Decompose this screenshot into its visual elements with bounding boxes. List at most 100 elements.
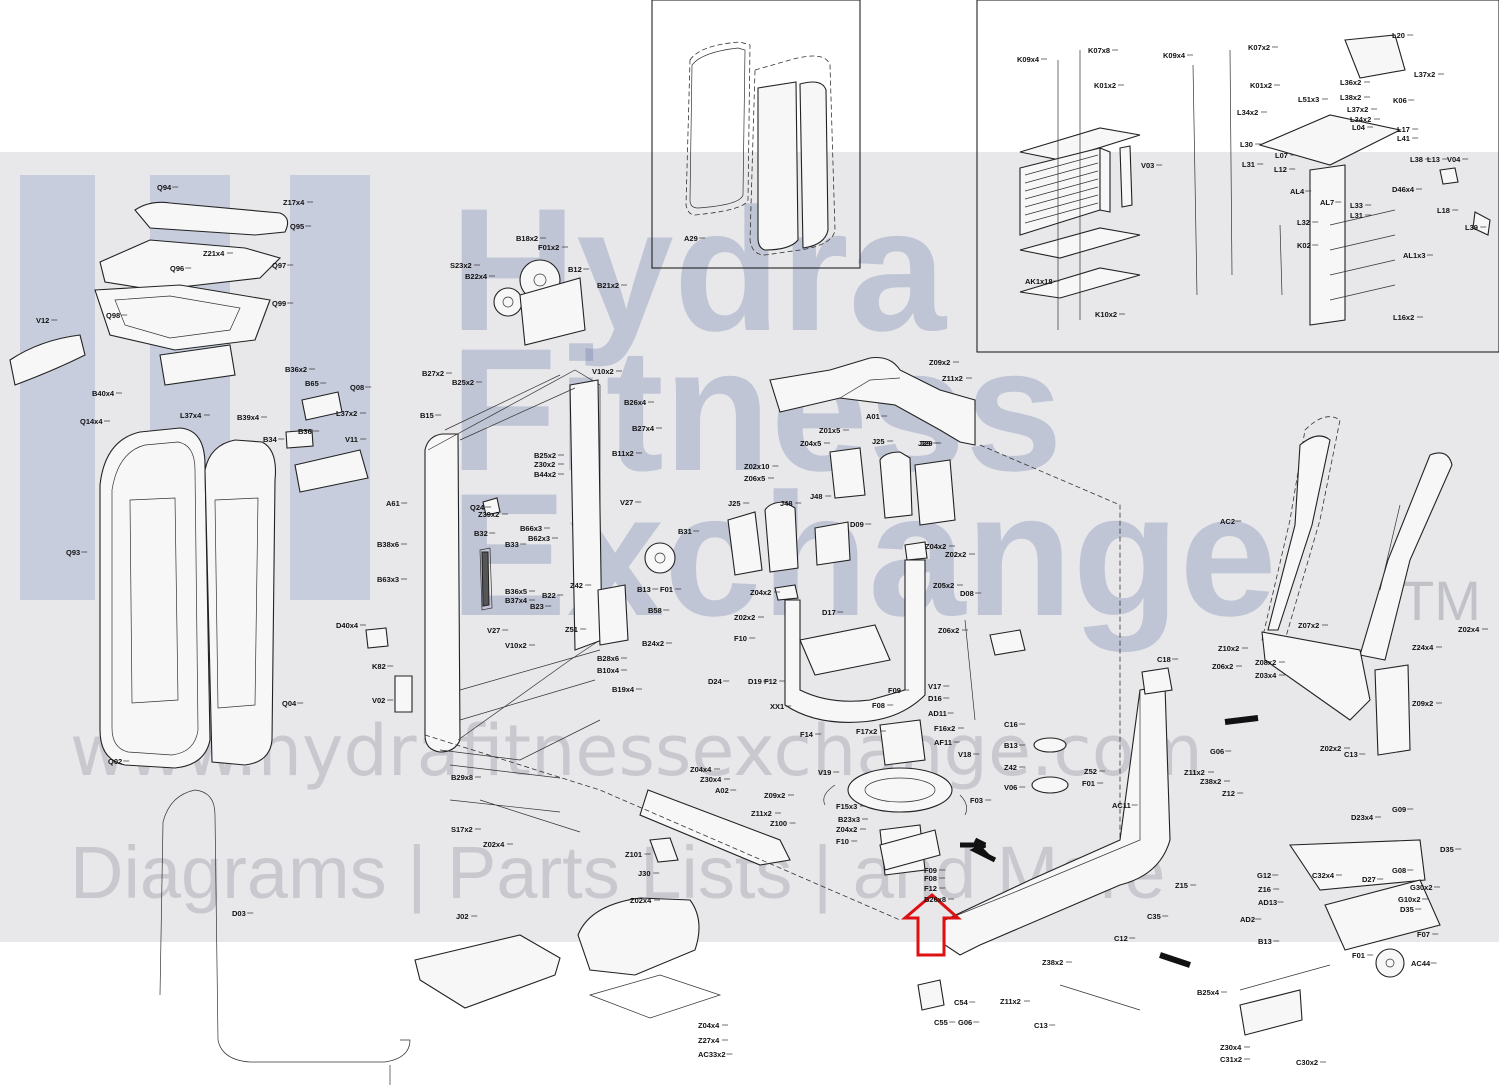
- part-label: Z101: [625, 850, 642, 859]
- inset-frame-weight-stack: [976, 0, 1499, 353]
- part-label: B44x2: [534, 470, 556, 479]
- part-label: Q95: [290, 222, 304, 231]
- part-label: Z04x2: [836, 825, 857, 834]
- part-label: B23x3: [838, 815, 860, 824]
- part-label: L12: [1274, 165, 1287, 174]
- part-label: F09: [888, 686, 901, 695]
- part-label: L30: [1240, 140, 1253, 149]
- part-label: B13: [1258, 937, 1272, 946]
- part-label: Z11x2: [1184, 768, 1205, 777]
- part-label: Z39x2: [478, 510, 499, 519]
- part-label: B34: [263, 435, 278, 444]
- part-label: Z16: [1258, 885, 1271, 894]
- top-left-shroud-assembly: [9, 201, 411, 1085]
- part-label: L37x4: [180, 411, 202, 420]
- part-label: V27: [620, 498, 633, 507]
- part-label: B24x2: [642, 639, 664, 648]
- part-label: B25x2: [534, 451, 556, 460]
- part-label: B39x4: [237, 413, 260, 422]
- part-label: Z30x4: [700, 775, 722, 784]
- part-label: B19x4: [612, 685, 635, 694]
- part-label: V02: [372, 696, 385, 705]
- part-label: Z30x4: [1220, 1043, 1242, 1052]
- part-label: C16: [1004, 720, 1018, 729]
- part-label: L37x2: [1347, 105, 1368, 114]
- part-label: V10x2: [505, 641, 527, 650]
- part-label: D03: [232, 909, 246, 918]
- part-label: K09x4: [1163, 51, 1186, 60]
- part-label: AC33x2: [698, 1050, 726, 1059]
- part-label: Z09x2: [1412, 699, 1433, 708]
- part-label: Z42: [1004, 763, 1017, 772]
- part-label: Z02x2: [1320, 744, 1341, 753]
- part-label: AD13: [1258, 898, 1277, 907]
- part-label: V11: [345, 435, 358, 444]
- part-label: Q08: [350, 383, 364, 392]
- part-label: Q24: [470, 503, 485, 512]
- part-label: D24: [708, 677, 723, 686]
- part-label: Z09x2: [929, 358, 950, 367]
- main-frame-a61: [394, 259, 676, 761]
- part-label: L34x2: [1350, 115, 1371, 124]
- part-label: C13: [1034, 1021, 1048, 1030]
- part-label: C32x4: [1312, 871, 1335, 880]
- part-label: G08: [1392, 866, 1406, 875]
- part-label: AD2: [1240, 915, 1255, 924]
- part-label: C35: [1147, 912, 1161, 921]
- right-frame-ac11: [900, 667, 1259, 1011]
- part-label: J30: [638, 869, 651, 878]
- part-label: V27: [487, 626, 500, 635]
- part-label: F14: [800, 730, 814, 739]
- part-label: B66x3: [520, 524, 542, 533]
- part-label: J02: [456, 912, 469, 921]
- part-label: C54: [954, 998, 969, 1007]
- part-label: V18: [958, 750, 971, 759]
- part-label: V12: [36, 316, 49, 325]
- part-label: Z07x2: [1298, 621, 1319, 630]
- part-label: Z04x2: [925, 542, 946, 551]
- part-label: B37x4: [505, 596, 528, 605]
- part-label: Z03x4: [1255, 671, 1277, 680]
- part-label: F01x2: [538, 243, 559, 252]
- part-label: C13: [1344, 750, 1358, 759]
- part-label: L41: [1397, 134, 1410, 143]
- part-label: Z02x4: [1458, 625, 1480, 634]
- part-label: F16x2: [934, 724, 955, 733]
- red-pointer-arrow: [900, 893, 962, 957]
- part-label: Z11x2: [1000, 997, 1021, 1006]
- part-label: C30x2: [1296, 1058, 1318, 1067]
- part-label: G30x2: [1410, 883, 1433, 892]
- part-label: AK1x18: [1025, 277, 1053, 286]
- part-label: G12: [1257, 871, 1271, 880]
- part-label: L13: [1427, 155, 1440, 164]
- part-label: B63x3: [377, 575, 399, 584]
- part-label: AL1x3: [1403, 251, 1426, 260]
- part-label: B31: [678, 527, 692, 536]
- part-label: F12: [764, 677, 777, 686]
- part-label: K07x8: [1088, 46, 1110, 55]
- part-label: S23x2: [450, 261, 472, 270]
- part-label: B21x2: [597, 281, 619, 290]
- part-label: AC11: [1112, 801, 1131, 810]
- part-label: V19: [818, 768, 831, 777]
- part-label: L34x2: [1237, 108, 1258, 117]
- part-label: Z04x2: [750, 588, 771, 597]
- part-label: B15: [420, 411, 434, 420]
- part-label: B62x3: [528, 534, 550, 543]
- part-label: D35: [1400, 905, 1414, 914]
- direction-arrow-1: [960, 837, 997, 863]
- part-label: Q96: [170, 264, 184, 273]
- part-label: F08: [872, 701, 885, 710]
- part-label: K02: [1297, 241, 1311, 250]
- part-label: L39: [1465, 223, 1478, 232]
- part-label: B26x4: [624, 398, 647, 407]
- part-label: S17x2: [451, 825, 473, 834]
- part-label: Z12: [1222, 789, 1235, 798]
- part-label: AD11: [928, 709, 947, 718]
- direction-arrow-2: [1224, 715, 1259, 725]
- part-label: AC2: [1220, 517, 1235, 526]
- part-label: Q94: [157, 183, 172, 192]
- part-label: Z10x2: [1218, 644, 1239, 653]
- part-label: F01: [1082, 779, 1095, 788]
